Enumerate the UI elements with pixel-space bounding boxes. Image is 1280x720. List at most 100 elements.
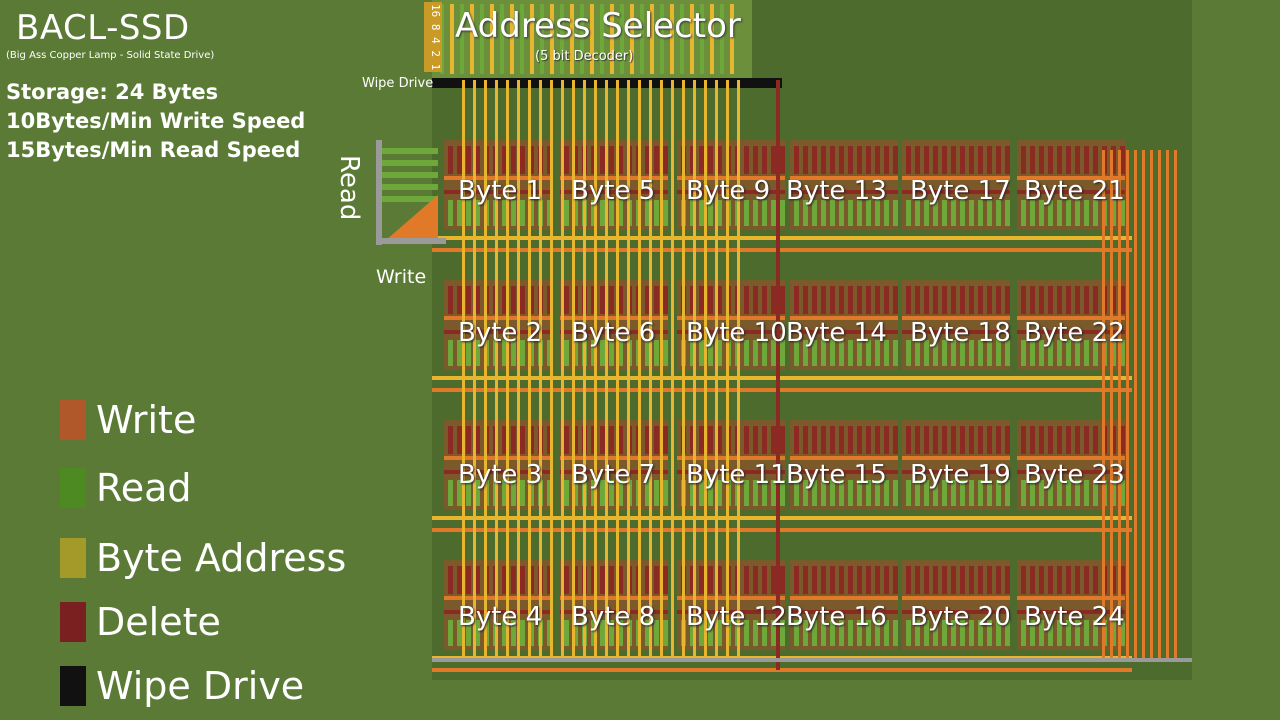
cell-read	[600, 340, 605, 366]
cell-read	[591, 200, 596, 226]
cell-lamp	[511, 566, 516, 594]
cell-lamp	[875, 566, 880, 594]
cell-read	[753, 340, 758, 366]
cell-read	[969, 200, 974, 226]
wipe-drive-label: Wipe Drive	[362, 76, 434, 91]
cell-read	[475, 200, 480, 226]
cell-lamp	[457, 146, 462, 174]
cell-delete-line	[560, 190, 668, 194]
cell-read	[780, 620, 785, 646]
cell-read	[906, 620, 911, 646]
cell-read	[1005, 200, 1010, 226]
cell-read	[645, 340, 650, 366]
cell-read	[708, 620, 713, 646]
cell-lamp	[875, 146, 880, 174]
selector-line	[610, 4, 614, 74]
cell-lamp	[924, 146, 929, 174]
cell-lamp	[1084, 426, 1089, 454]
cell-read	[866, 200, 871, 226]
cell-read	[839, 480, 844, 506]
cell-read	[812, 200, 817, 226]
cell-lamp	[645, 286, 650, 314]
cell-lamp	[663, 566, 668, 594]
cell-read	[1084, 620, 1089, 646]
selector-line	[540, 4, 544, 74]
cell-lamp	[699, 146, 704, 174]
cell-lamp	[794, 286, 799, 314]
address-wire	[660, 80, 663, 660]
cell-read	[839, 340, 844, 366]
cell-lamp	[803, 286, 808, 314]
cell-lamp	[857, 146, 862, 174]
cell-lamp	[609, 146, 614, 174]
cell-read	[830, 480, 835, 506]
cell-read	[987, 480, 992, 506]
cell-read	[942, 480, 947, 506]
cell-read	[821, 200, 826, 226]
cell-read	[744, 340, 749, 366]
write-bus	[1110, 150, 1113, 660]
cell-lamp	[978, 426, 983, 454]
selector-line	[530, 4, 534, 74]
cell-read	[654, 620, 659, 646]
cell-lamp	[600, 426, 605, 454]
address-wire	[528, 80, 531, 660]
cell-lamp	[502, 286, 507, 314]
cell-read	[699, 480, 704, 506]
cell-lamp	[951, 146, 956, 174]
cell-lamp	[884, 566, 889, 594]
cell-read	[502, 200, 507, 226]
cell-read	[1111, 200, 1116, 226]
cell-lamp	[1120, 426, 1125, 454]
legend-label: Delete	[96, 600, 221, 644]
cell-lamp	[780, 146, 785, 174]
cell-read	[1075, 340, 1080, 366]
cell-read	[663, 620, 668, 646]
cell-lamp	[884, 146, 889, 174]
cell-read	[848, 480, 853, 506]
cell-read	[753, 620, 758, 646]
cell-lamp	[978, 146, 983, 174]
cell-lamp	[794, 426, 799, 454]
cell-lamp	[645, 146, 650, 174]
cell-read	[609, 480, 614, 506]
byte-8-label: Byte 8	[571, 602, 656, 632]
cell-read	[511, 620, 516, 646]
address-wire	[605, 80, 608, 660]
cell-read	[573, 200, 578, 226]
address-wire	[682, 80, 685, 660]
cell-delete-line	[902, 330, 1010, 334]
cell-write-line	[902, 316, 1010, 320]
cell-read	[699, 620, 704, 646]
cell-read	[609, 340, 614, 366]
cell-lamp	[690, 566, 695, 594]
cell-lamp	[591, 286, 596, 314]
cell-read	[564, 340, 569, 366]
cell-read	[466, 480, 471, 506]
cell-read	[942, 340, 947, 366]
cell-lamp	[924, 426, 929, 454]
cell-read	[866, 340, 871, 366]
selector-line	[660, 4, 664, 74]
cell-read	[520, 340, 525, 366]
cell-read	[771, 200, 776, 226]
cell-lamp	[884, 426, 889, 454]
cell-lamp	[564, 426, 569, 454]
cell-lamp	[812, 566, 817, 594]
cell-read	[951, 620, 956, 646]
cell-lamp	[960, 426, 965, 454]
cell-lamp	[960, 566, 965, 594]
cell-read	[915, 340, 920, 366]
cell-read	[1066, 480, 1071, 506]
cell-read	[547, 480, 552, 506]
cell-delete-line	[1017, 190, 1125, 194]
cell-read	[1057, 200, 1062, 226]
cell-read	[866, 620, 871, 646]
cell-read	[547, 620, 552, 646]
cell-lamp	[1111, 566, 1116, 594]
cell-read	[924, 480, 929, 506]
cell-read	[875, 340, 880, 366]
cell-delete-line	[1017, 330, 1125, 334]
cell-lamp	[978, 566, 983, 594]
cell-lamp	[1030, 146, 1035, 174]
